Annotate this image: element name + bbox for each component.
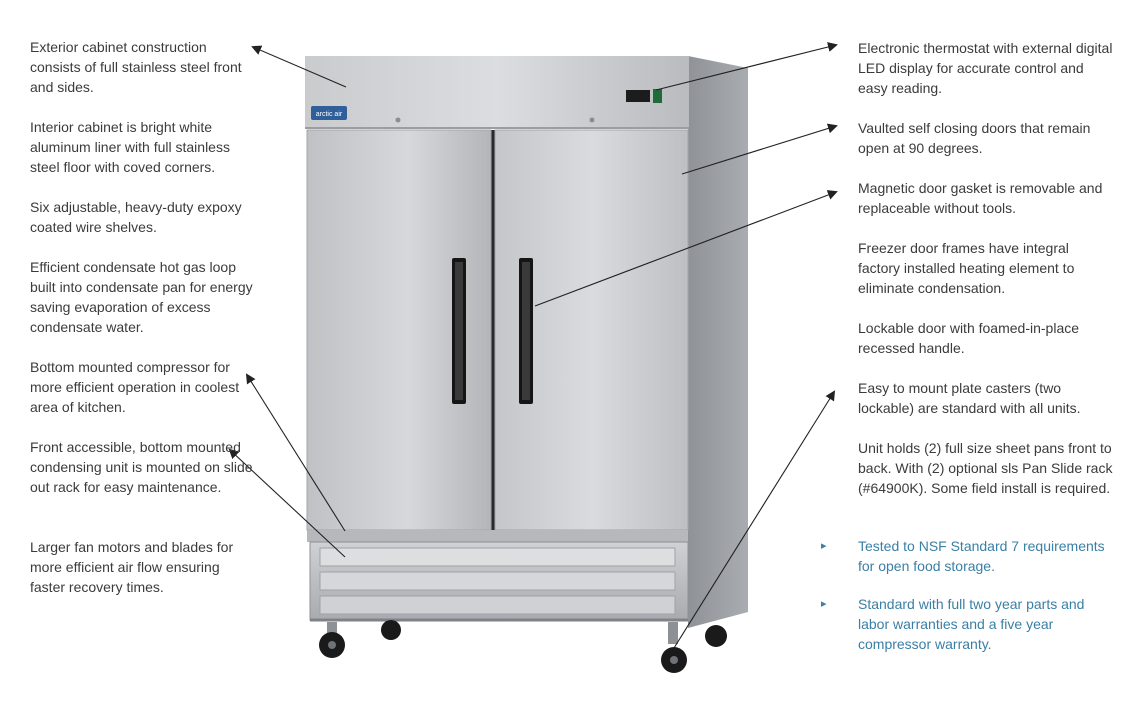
- lock-icon: [395, 117, 401, 123]
- bullet-icon: ▸: [821, 598, 827, 610]
- caster-rear-left: [381, 620, 401, 640]
- note-door-frames: Freezer door frames have integral factor…: [858, 240, 1075, 296]
- note-vaulted-doors: Vaulted self closing doors that remain o…: [858, 120, 1091, 156]
- note-warranty: Standard with full two year parts and la…: [858, 596, 1085, 652]
- caster-rear-right: [705, 625, 727, 647]
- brand-badge: [311, 106, 347, 120]
- note-interior-cabinet: Interior cabinet is bright white aluminu…: [30, 119, 230, 175]
- cabinet-side-panel: [688, 56, 748, 628]
- caster-front-left: [319, 622, 345, 658]
- lock-icon: [589, 117, 595, 123]
- note-condensing-unit: Front accessible, bottom mounted condens…: [30, 439, 253, 495]
- note-nsf-standard: Tested to NSF Standard 7 requirements fo…: [858, 538, 1105, 574]
- note-door-gasket: Magnetic door gasket is removable and re…: [858, 180, 1103, 216]
- note-sheet-pans: Unit holds (2) full size sheet pans fron…: [858, 440, 1113, 496]
- base-panel: [307, 530, 688, 542]
- bullet-icon: ▸: [821, 540, 827, 552]
- note-condensate-loop: Efficient condensate hot gas loop built …: [30, 259, 253, 335]
- caster-front-right: [661, 622, 687, 673]
- power-switch-icon: [653, 89, 662, 103]
- note-bottom-compressor: Bottom mounted compressor for more effic…: [30, 359, 240, 415]
- note-fan-motors: Larger fan motors and blades for more ef…: [30, 539, 234, 595]
- note-exterior-cabinet: Exterior cabinet construction consists o…: [30, 39, 242, 95]
- note-thermostat: Electronic thermostat with external digi…: [858, 40, 1113, 96]
- brand-badge-text: arctic air: [316, 111, 343, 118]
- cabinet-top-panel: [305, 56, 689, 128]
- note-lockable-door: Lockable door with foamed-in-place reces…: [858, 320, 1080, 356]
- thermostat-display: [626, 90, 650, 102]
- note-wire-shelves: Six adjustable, heavy-duty expoxy coated…: [30, 199, 242, 235]
- note-plate-casters: Easy to mount plate casters (two lockabl…: [858, 380, 1081, 416]
